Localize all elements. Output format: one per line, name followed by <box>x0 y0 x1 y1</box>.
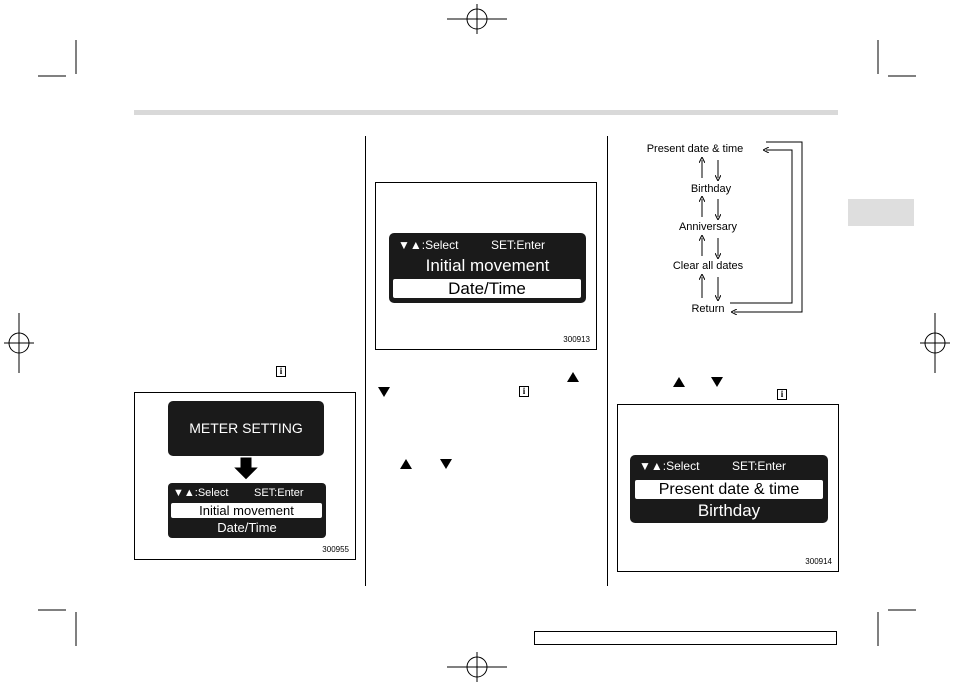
header-rule <box>134 110 838 115</box>
section-tab <box>848 199 914 226</box>
column-divider-2 <box>607 136 608 586</box>
info-icon: i <box>276 366 286 377</box>
flow-item: Anniversary <box>678 221 738 233</box>
down-triangle-icon <box>440 459 452 469</box>
lcd-screen: ▼▲:Select SET:Enter Present date & time … <box>630 455 828 523</box>
select-hint: ▼▲:Select <box>173 487 229 499</box>
lcd-screen: ▼▲:Select SET:Enter Initial movement Dat… <box>389 233 586 303</box>
figure-date-selection-menu: ▼▲:Select SET:Enter Present date & time … <box>617 404 839 572</box>
info-icon: i <box>519 386 529 397</box>
meter-setting-title: METER SETTING <box>189 420 303 436</box>
menu-item-selected: Initial movement <box>171 503 322 518</box>
flow-item: Present date & time <box>646 143 744 155</box>
down-triangle-icon <box>378 387 390 397</box>
enter-hint: SET:Enter <box>732 459 787 473</box>
info-icon: i <box>777 389 787 400</box>
enter-hint: SET:Enter <box>254 487 304 499</box>
menu-item: Initial movement <box>425 256 550 275</box>
figure-code: 300913 <box>563 335 590 344</box>
figure-date-time-menu: ▼▲:Select SET:Enter Initial movement Dat… <box>375 182 597 350</box>
enter-hint: SET:Enter <box>491 238 546 252</box>
menu-item: Birthday <box>697 501 761 520</box>
menu-item-selected: Date/Time <box>393 279 581 298</box>
footer-box <box>534 631 837 645</box>
menu-item: Date/Time <box>217 520 277 535</box>
meter-setting-panel: METER SETTING <box>168 401 324 456</box>
down-arrow-icon <box>231 457 261 481</box>
flow-item: Return <box>691 303 725 315</box>
up-triangle-icon <box>567 372 579 382</box>
down-triangle-icon <box>711 377 723 387</box>
lcd-screen: ▼▲:Select SET:Enter Initial movement Dat… <box>168 483 326 538</box>
figure-meter-setting: METER SETTING ▼▲:Select SET:Enter Initia… <box>134 392 356 560</box>
flow-item: Birthday <box>690 183 732 195</box>
flow-arrows <box>630 141 803 325</box>
date-time-flow-diagram: Present date & time Birthday Anniversary… <box>630 140 810 325</box>
menu-item-selected: Present date & time <box>635 480 823 499</box>
up-triangle-icon <box>673 377 685 387</box>
figure-code: 300955 <box>322 545 349 554</box>
column-divider-1 <box>365 136 366 586</box>
up-triangle-icon <box>400 459 412 469</box>
flow-item: Clear all dates <box>672 260 744 272</box>
select-hint: ▼▲:Select <box>639 459 700 473</box>
figure-code: 300914 <box>805 557 832 566</box>
select-hint: ▼▲:Select <box>398 238 459 252</box>
